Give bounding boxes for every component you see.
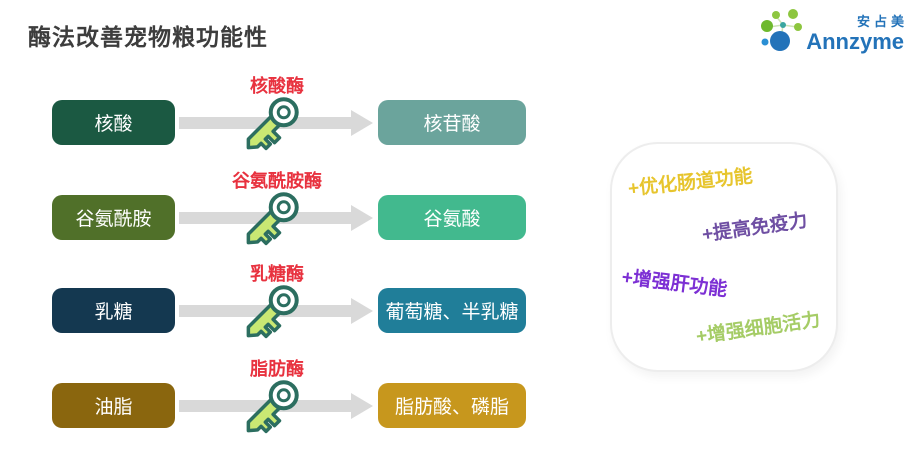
substrate-box: 谷氨酰胺 <box>52 195 175 240</box>
key-icon <box>246 380 299 434</box>
reaction-row-glutamine: 谷氨酰胺 谷氨酰胺酶 谷氨酸 <box>52 171 526 246</box>
enzyme-label: 谷氨酰胺酶 <box>232 171 322 191</box>
substrate-box: 乳糖 <box>52 288 175 333</box>
enzyme-label: 脂肪酶 <box>250 359 304 379</box>
benefit-item: +增强细胞活力 <box>694 309 822 348</box>
logo-name-cn: 安占美 <box>856 13 908 29</box>
reaction-row-nucleic-acid: 核酸 核酸酶 核苷酸 <box>52 76 526 151</box>
reaction-row-lactose: 乳糖 乳糖酶 葡萄糖、半乳糖 <box>52 264 526 339</box>
logo: 安占美 Annzyme <box>760 8 904 56</box>
benefit-item: +优化肠道功能 <box>627 165 754 200</box>
logo-name-en: Annzyme <box>806 28 904 54</box>
product-box: 谷氨酸 <box>378 195 526 240</box>
enzyme-label: 乳糖酶 <box>250 264 304 284</box>
key-icon <box>246 192 299 246</box>
enzyme-label: 核酸酶 <box>250 76 304 96</box>
product-box: 核苷酸 <box>378 100 526 145</box>
benefits-panel: +优化肠道功能 +提高免疫力 +增强肝功能 +增强细胞活力 <box>610 142 838 372</box>
key-icon <box>246 285 299 339</box>
substrate-box: 核酸 <box>52 100 175 145</box>
page-title: 酶法改善宠物粮功能性 <box>28 24 268 50</box>
substrate-box: 油脂 <box>52 383 175 428</box>
molecule-cluster-icon <box>761 9 803 51</box>
benefit-item: +提高免疫力 <box>700 210 809 246</box>
benefit-item: +增强肝功能 <box>620 267 729 301</box>
reaction-row-fat: 油脂 脂肪酶 脂肪酸、磷脂 <box>52 359 526 434</box>
product-box: 葡萄糖、半乳糖 <box>378 288 526 333</box>
product-box: 脂肪酸、磷脂 <box>378 383 526 428</box>
key-icon <box>246 97 299 151</box>
